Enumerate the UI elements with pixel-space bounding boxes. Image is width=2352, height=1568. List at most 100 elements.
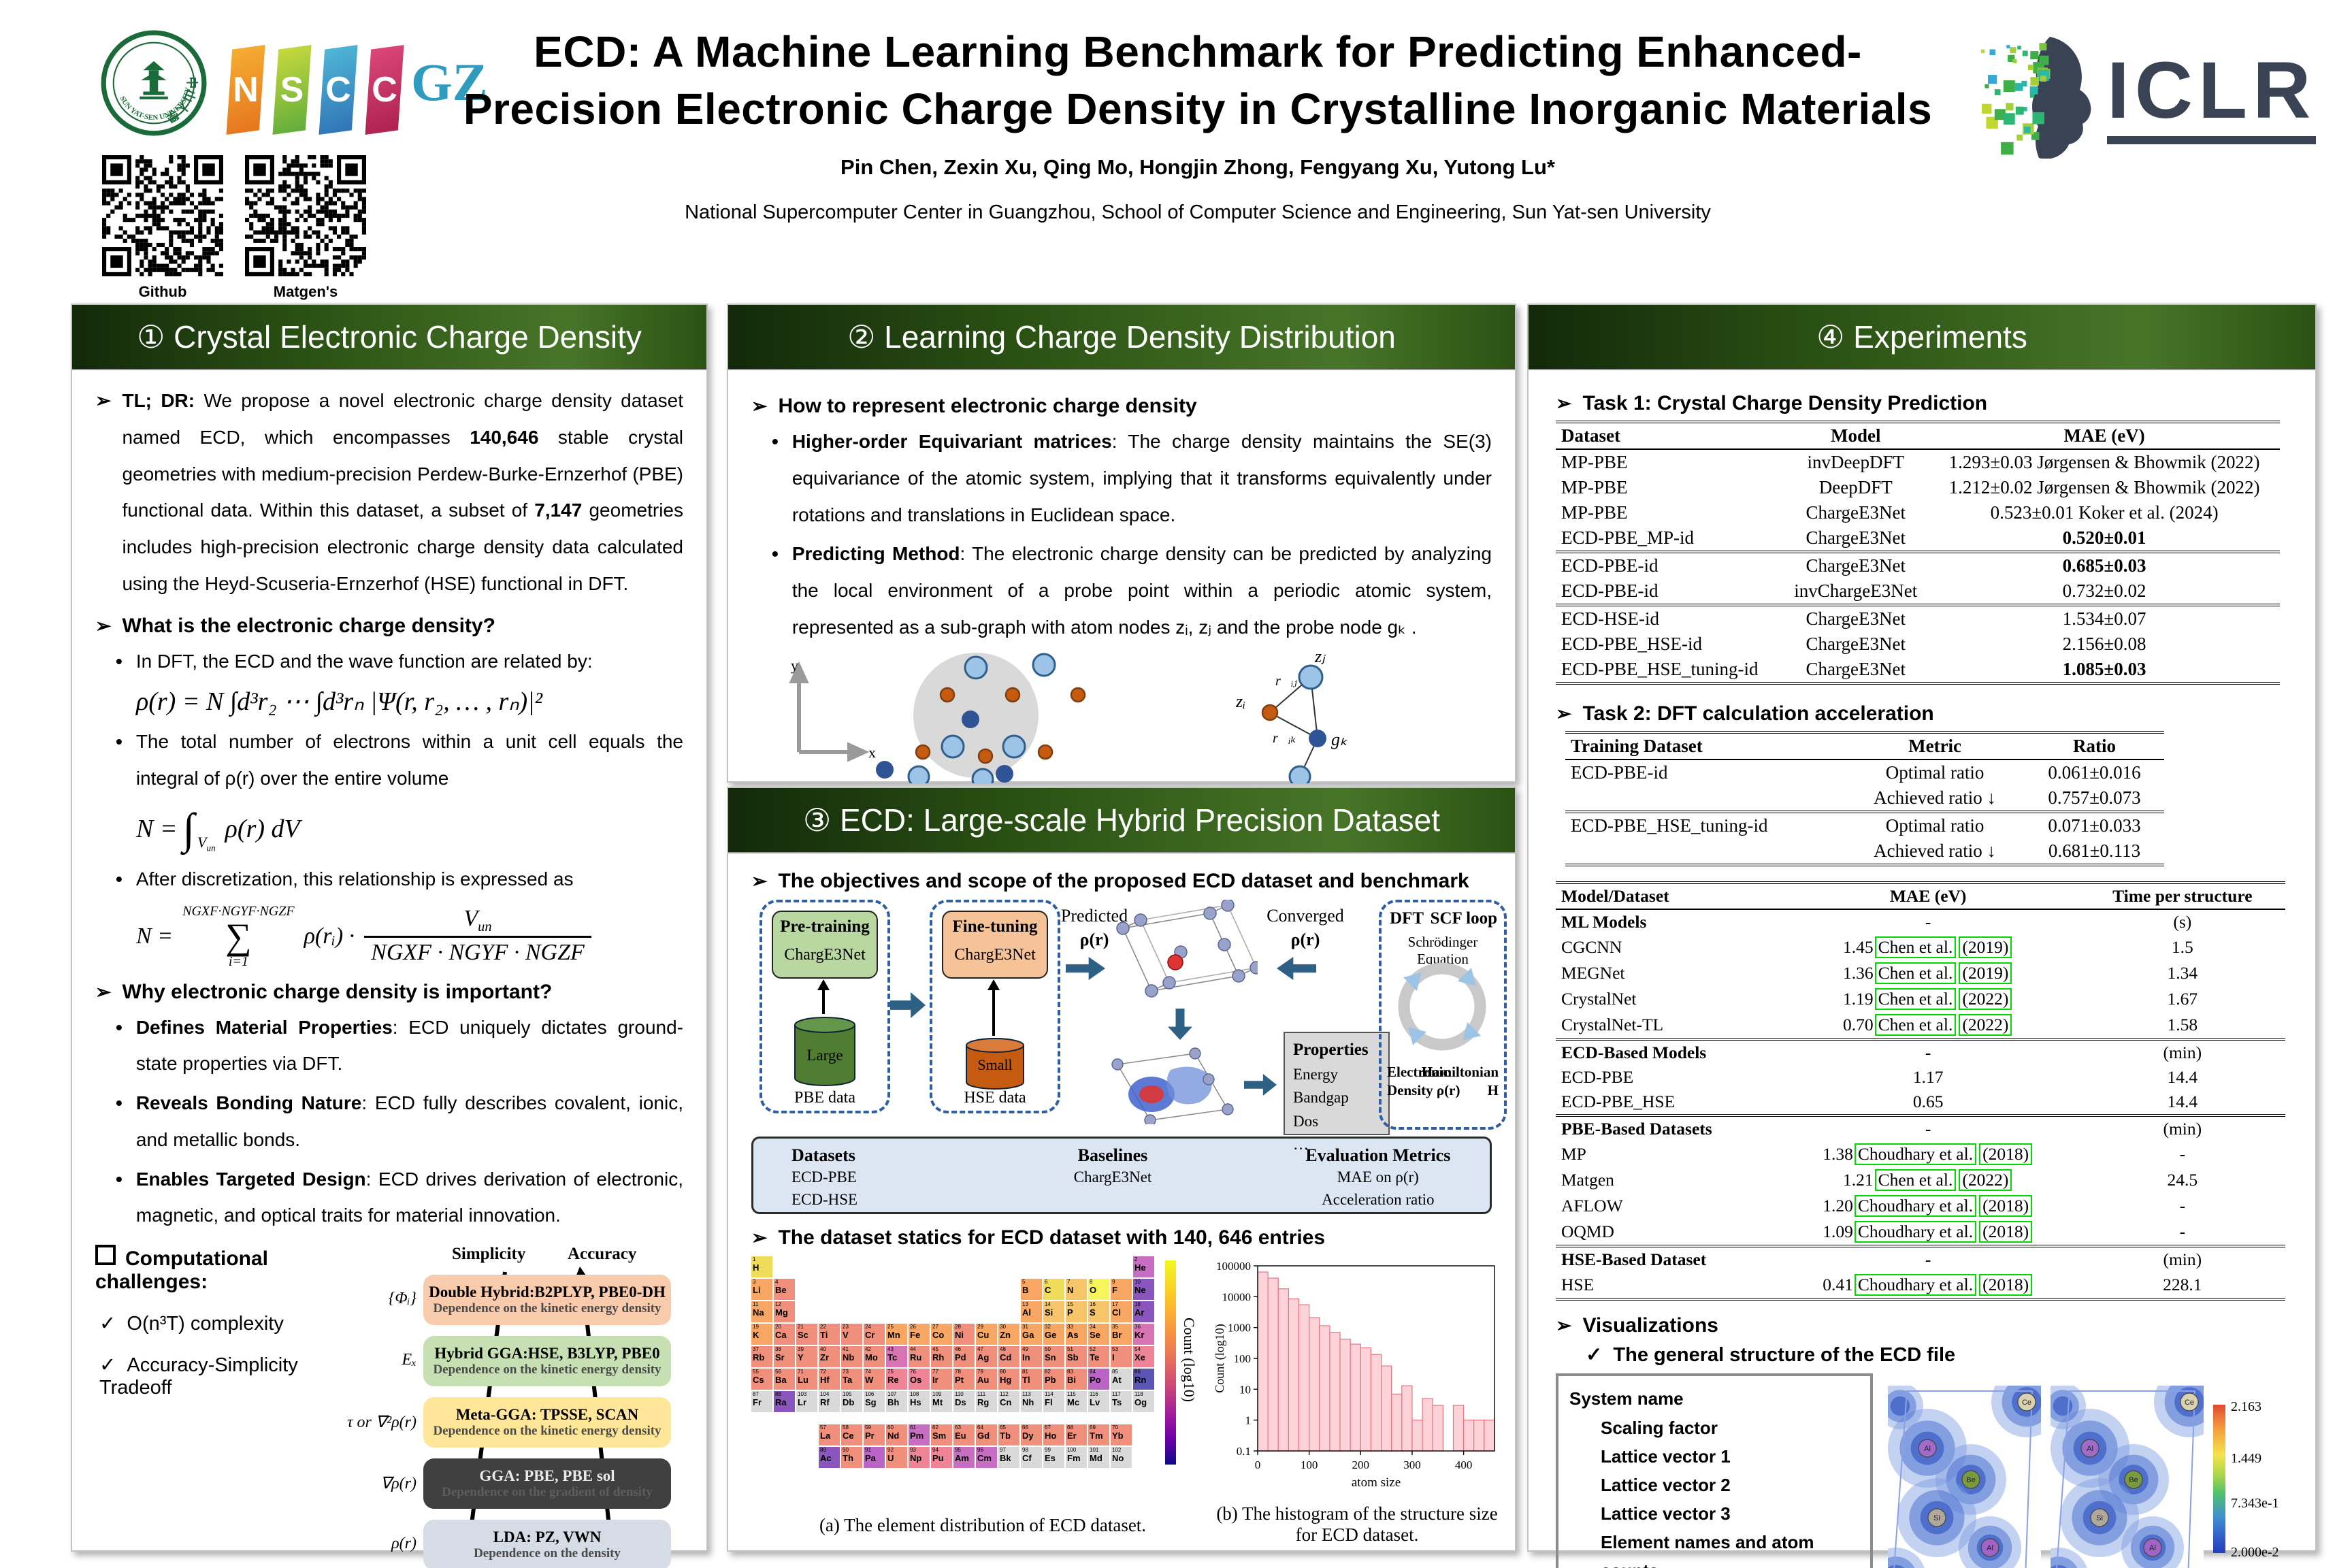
iclr-pixel	[2030, 77, 2039, 86]
cell-mae: 0.685±0.03	[2062, 555, 2146, 576]
iclr-pixel	[2023, 107, 2027, 112]
cell-name: ECD-PBE_HSE	[1561, 1092, 1676, 1112]
scf-loop-label: SCF loop	[1430, 909, 1497, 928]
iclr-logo: ICLR	[1968, 33, 2317, 159]
element-symbol: Sr	[775, 1352, 785, 1362]
element-number: 66	[1022, 1424, 1028, 1431]
summary-metrics: Evaluation Metrics MAE on ρ(r) Accelerat…	[1305, 1145, 1451, 1209]
hse-cylinder: Small	[966, 1038, 1024, 1090]
table-row: Achieved ratio ↓0.757±0.073	[1565, 785, 2164, 812]
citation-year-link[interactable]: (2018)	[1979, 1221, 2033, 1243]
cell-training-dataset	[1565, 838, 1845, 865]
element-symbol: Tc	[887, 1352, 898, 1362]
element-number: 13	[1022, 1301, 1028, 1307]
element-number: 84	[1090, 1369, 1096, 1375]
element-number: 115	[1067, 1391, 1076, 1397]
table-row: HSE-Based Dataset-(min)	[1556, 1246, 2285, 1272]
cell-name: HSE	[1561, 1275, 1595, 1295]
element-number: 24	[865, 1324, 871, 1330]
citation-link[interactable]: Chen et al.	[1874, 962, 1957, 985]
citation-link[interactable]: Choudhary et al.	[1854, 1274, 1977, 1296]
text-segment: We propose a novel electronic charge den…	[122, 390, 684, 448]
density-colorbar: 2.163 1.449 7.343e-1 2.000e-2	[2213, 1386, 2288, 1568]
poster-title-line1: ECD: A Machine Learning Benchmark for Pr…	[534, 27, 1862, 76]
citation-link[interactable]: Chen et al.	[1874, 1014, 1957, 1036]
element-number: 15	[1067, 1301, 1073, 1307]
citation-link[interactable]: Choudhary et al.	[1854, 1143, 1977, 1166]
element-number: 86	[1134, 1369, 1141, 1375]
citation-year-link[interactable]: (2019)	[1959, 962, 2012, 985]
citation-link[interactable]: Chen et al.	[1874, 936, 1957, 959]
element-symbol: Fe	[910, 1330, 921, 1340]
citation-text: Jørgensen & Bhowmik (2022)	[2032, 477, 2260, 497]
cell-mae: 1.293±0.03 Jørgensen & Bhowmik (2022)	[1948, 452, 2260, 472]
citation-link[interactable]: Choudhary et al.	[1854, 1195, 1977, 1218]
cell-name: ML Models	[1561, 912, 1647, 932]
text-segment: 140,646	[470, 426, 539, 448]
iclr-pixel	[2031, 132, 2040, 140]
citation-link[interactable]: Chen et al.	[1874, 988, 1957, 1011]
ladder-rung-label: τ or ∇²ρ(r)	[346, 1414, 416, 1431]
element-symbol: Bh	[887, 1397, 900, 1407]
element-symbol: Cr	[865, 1330, 875, 1340]
citation-link[interactable]: Chen et al.	[1874, 1169, 1957, 1192]
iclr-pixel	[2039, 55, 2049, 65]
element-symbol: Rb	[753, 1352, 765, 1362]
converged-arrow	[1277, 957, 1316, 980]
element-symbol: Se	[1090, 1330, 1100, 1340]
citation-year-link[interactable]: (2018)	[1979, 1274, 2033, 1296]
citation-year-link[interactable]: (2022)	[1959, 1169, 2012, 1192]
citation-link[interactable]: Choudhary et al.	[1854, 1221, 1977, 1243]
element-number: 28	[955, 1324, 961, 1330]
cb-tick: 2.000e-2	[2231, 1545, 2279, 1561]
svg-text:atom size: atom size	[1352, 1475, 1401, 1490]
table-header: Model	[1830, 425, 1881, 446]
element-number: 10	[1134, 1279, 1141, 1285]
element-symbol: Db	[843, 1397, 855, 1407]
element-symbol: Ca	[775, 1330, 787, 1340]
element-symbol: Tm	[1090, 1431, 1103, 1441]
cell-name: CrystalNet	[1561, 989, 1637, 1009]
citation-year-link[interactable]: (2022)	[1959, 988, 2012, 1011]
cell-time: 14.4	[2167, 1067, 2198, 1088]
citation-year-link[interactable]: (2022)	[1959, 1014, 2012, 1036]
element-number: 16	[1090, 1301, 1096, 1307]
citation-year-link[interactable]: (2018)	[1979, 1195, 2033, 1218]
summary-datasets: Datasets ECD-PBE ECD-HSE	[791, 1145, 858, 1209]
atom-label-Be: Be	[2129, 1476, 2138, 1484]
iclr-pixel	[2015, 106, 2024, 115]
element-number: 58	[843, 1424, 849, 1431]
citation-year-link[interactable]: (2019)	[1959, 936, 2012, 959]
citation-year-link[interactable]: (2018)	[1979, 1143, 2033, 1166]
question-represent: ➢How to represent electronic charge dens…	[751, 395, 1197, 417]
up-arrow	[817, 979, 830, 1014]
cell-dataset: ECD-PBE-id	[1561, 581, 1659, 601]
element-number: 107	[887, 1391, 897, 1397]
edge-rij-label: r⃗ᵢⱼ	[1275, 674, 1298, 689]
